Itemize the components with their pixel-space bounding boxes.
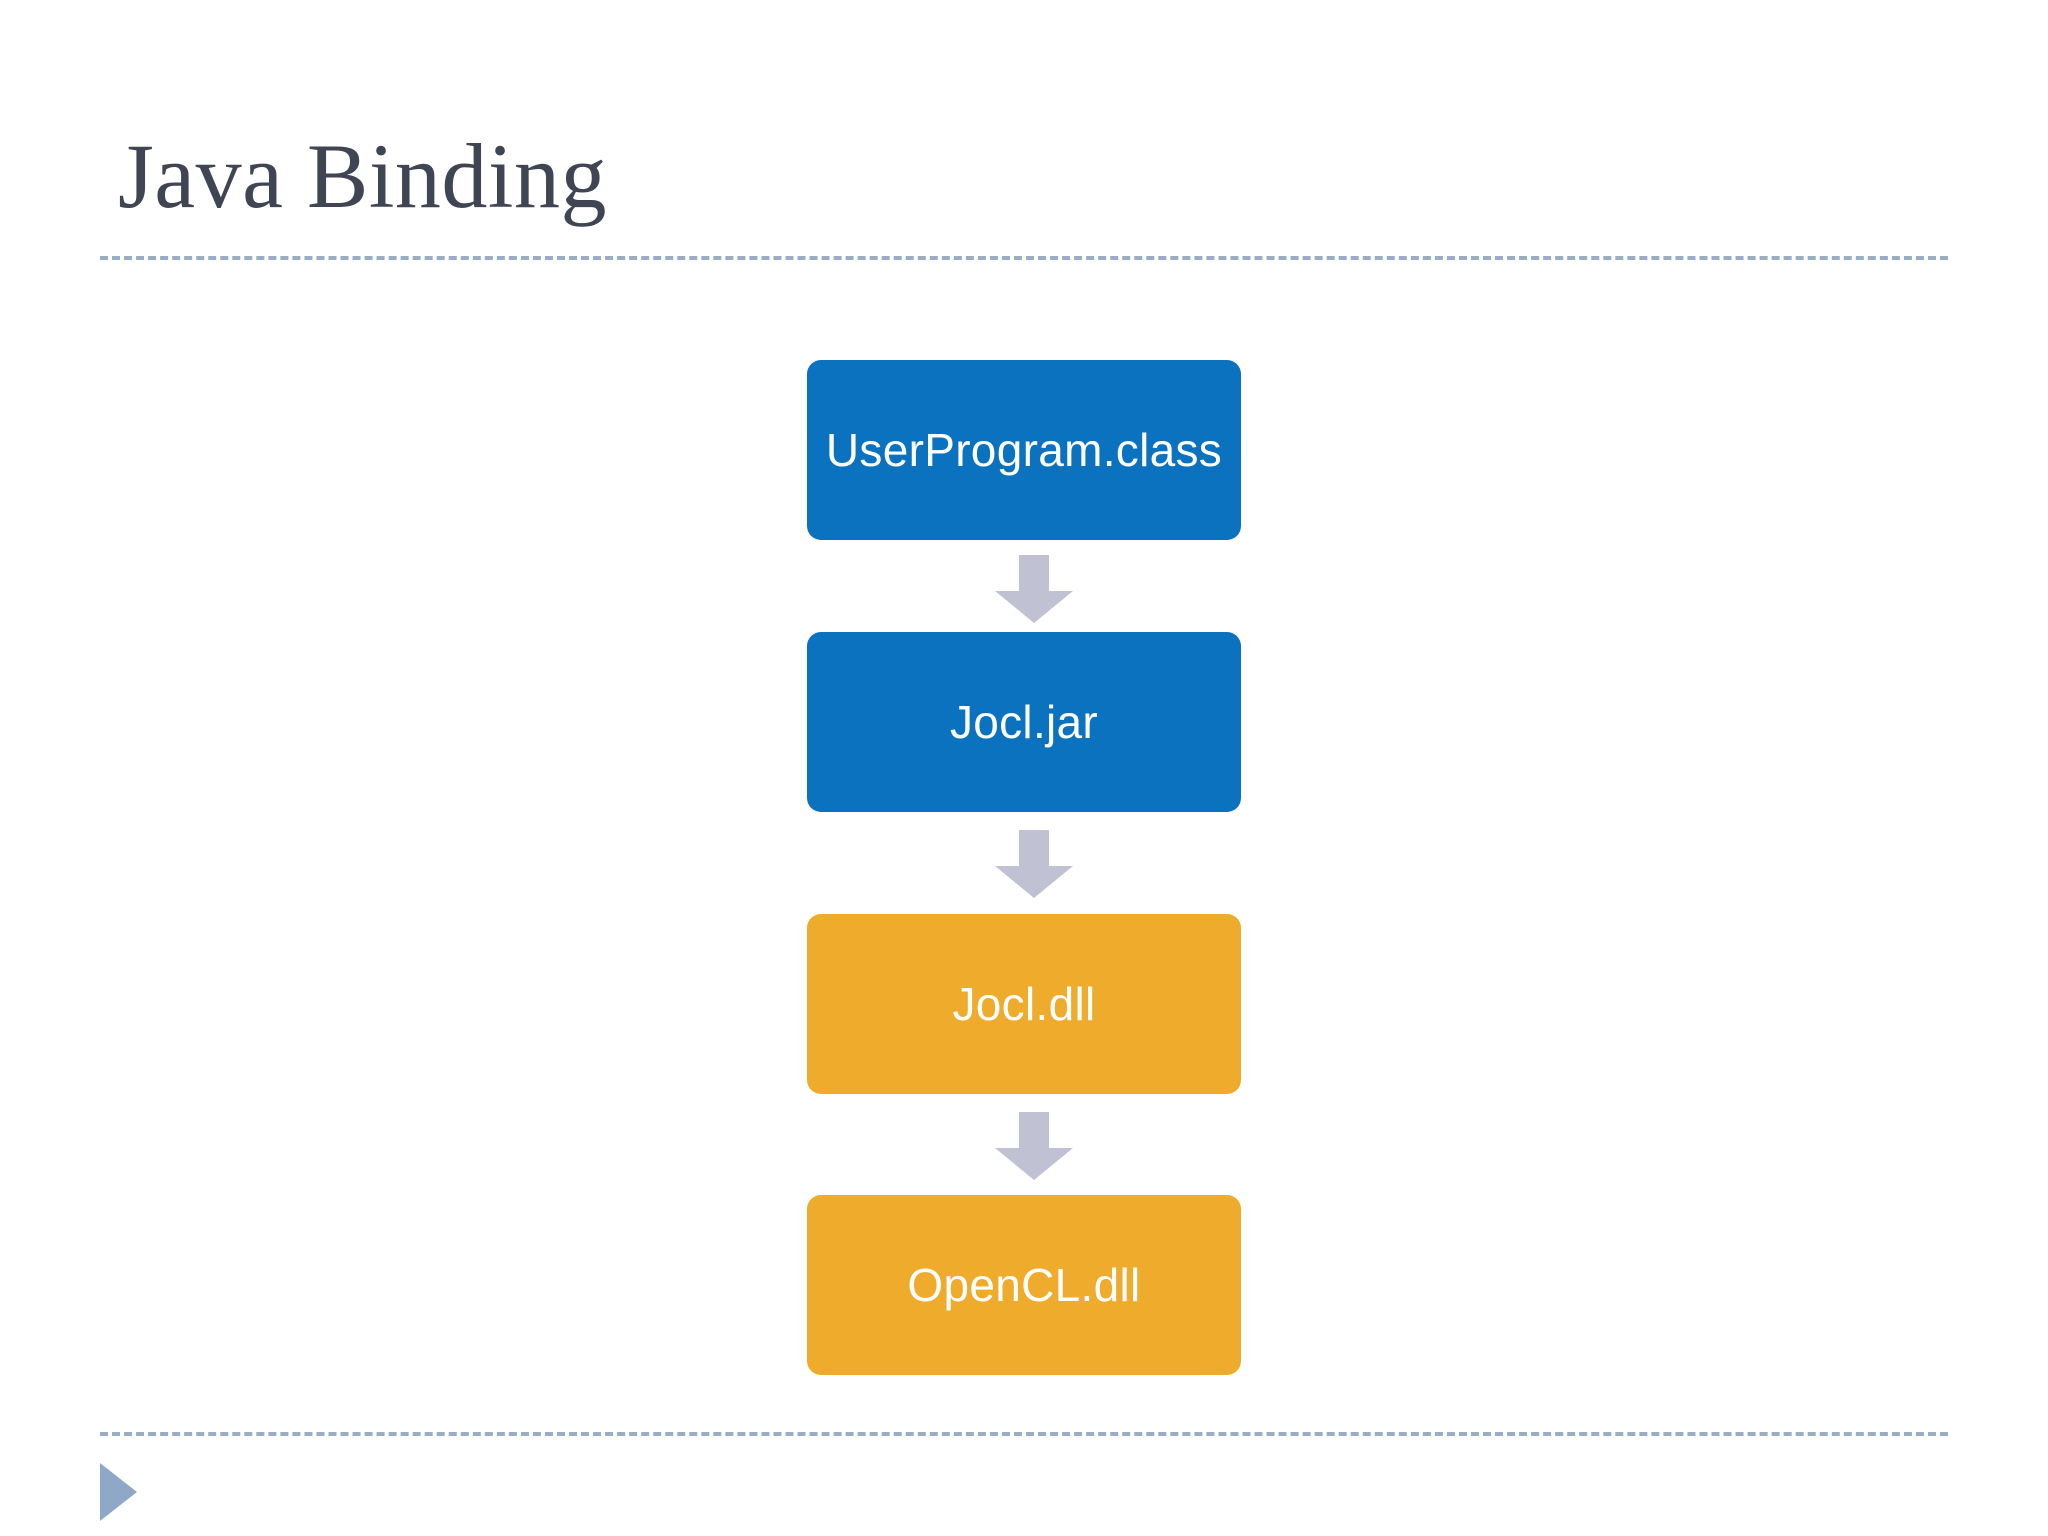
down-arrow-icon (995, 555, 1073, 623)
down-arrow-icon (995, 1112, 1073, 1180)
title-divider-top (100, 256, 1948, 260)
flow-node-opencl-dll[interactable]: OpenCL.dll (807, 1195, 1241, 1375)
flow-node-label: UserProgram.class (825, 424, 1223, 476)
flow-node-label: OpenCL.dll (907, 1259, 1141, 1311)
down-arrow-icon (995, 830, 1073, 898)
play-triangle-icon (100, 1463, 137, 1521)
flow-node-jocl-jar[interactable]: Jocl.jar (807, 632, 1241, 812)
flow-node-jocl-dll[interactable]: Jocl.dll (807, 914, 1241, 1094)
flow-node-user-program[interactable]: UserProgram.class (807, 360, 1241, 540)
java-binding-flowchart: UserProgram.class Jocl.jar Jocl.dll Open… (807, 360, 1241, 1375)
flow-node-label: Jocl.dll (952, 978, 1096, 1030)
flow-node-label: Jocl.jar (949, 696, 1099, 748)
page-title: Java Binding (118, 125, 607, 227)
footer-divider-bottom (100, 1432, 1948, 1436)
